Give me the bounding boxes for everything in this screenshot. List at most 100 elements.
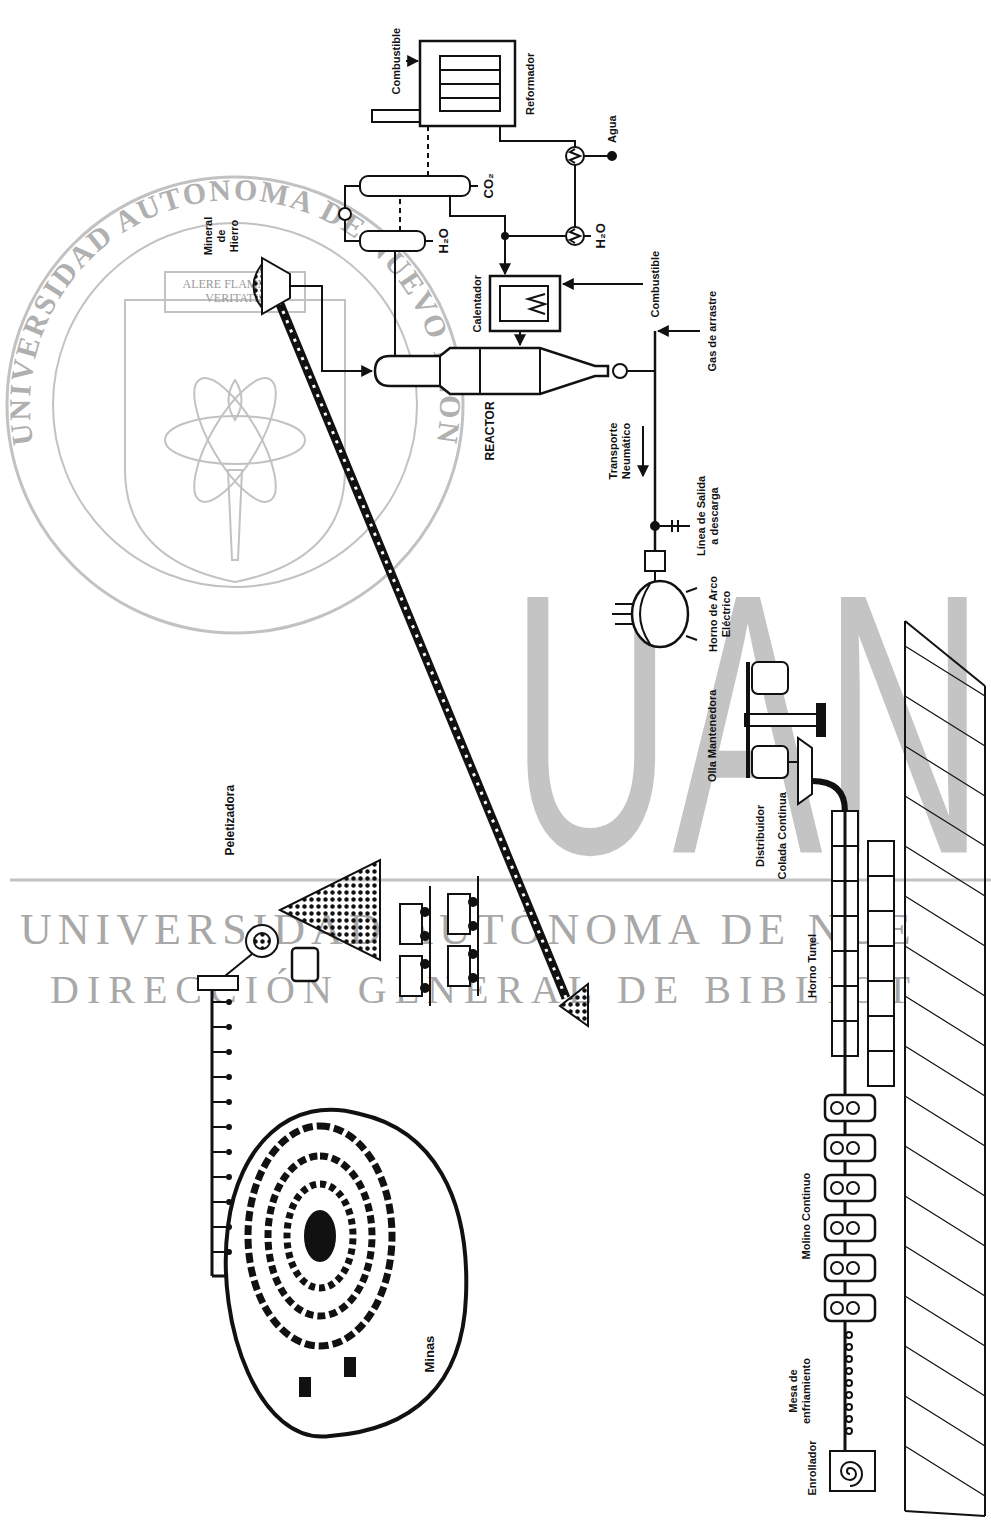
mine-pit [287,1184,353,1288]
electric-arc-furnace [615,603,634,605]
seal-shield [165,416,305,464]
stream-label: Combustible [649,251,662,318]
pneumatic-transport-line [677,520,679,532]
rolling-line [831,1182,843,1194]
pelletizer-plant [448,946,470,986]
pneumatic-transport-line [642,426,644,476]
ore-hopper [254,258,373,371]
seal-shield [228,470,242,560]
plant-floor [904,621,906,1511]
rolling-line [847,1182,859,1194]
conveyor [212,1275,226,1278]
electric-arc-furnace [612,613,632,615]
pelletizer-plant [448,894,470,934]
reformer [440,97,500,99]
plant-floor [984,686,986,1516]
rolling-line [841,1462,862,1486]
seal-shield [125,300,345,582]
part-label: Colada Continua [776,792,789,879]
reactor-vessel [627,370,655,372]
seal-ring-text: UNIVERSIDAD AUTONOMA DE NUEVO LEON [3,173,467,448]
seal-shield [179,367,291,512]
ladle-turret [752,662,788,694]
pneumatic-transport-line [654,331,657,551]
rolling-line [868,981,894,1016]
pelletizer-plant [292,948,318,981]
electric-arc-furnace [686,636,697,640]
part-label: Distribuidor [754,805,767,867]
gas-loop-piping [470,185,478,187]
reformer [570,229,580,243]
rolling-line [831,1142,843,1154]
reformer [440,56,500,111]
reformer [440,69,500,71]
reactor-vessel [375,348,608,394]
part-label: Mineral de Hierro [202,214,242,258]
pelletizer-plant [400,956,422,996]
rolling-line [846,1368,852,1374]
seal-ring-text: UNIVERSIDAD AUTONOMA DE NUEVO LEON [3,173,467,448]
conveyor [212,986,234,1276]
pelletizer-plant [421,932,429,940]
gas-loop-piping [360,176,470,196]
seal-shield [229,380,242,420]
gas-loop-piping [360,231,425,251]
reactor-vessel [539,348,541,394]
electric-arc-furnace [645,551,665,571]
rolling-line [846,1332,852,1338]
rolling-line [847,1302,859,1314]
reformer [584,155,608,157]
mine-pit [226,1110,467,1437]
pelletizer-plant [429,886,431,1006]
rolling-line [868,1051,894,1086]
watermark-text: DIRECCIÓN GENERAL DE BIBLIOT [50,970,918,1010]
rolling-line [825,811,894,1491]
pneumatic-transport-line [671,520,673,532]
mine-pit [268,1156,372,1316]
mine-pit [300,1378,310,1396]
rolling-line [846,1356,852,1362]
rolling-line [825,1095,875,1121]
gas-loop-piping [450,196,505,274]
reformer [406,60,418,62]
gas-loop-piping [427,126,429,176]
reformer [500,126,575,147]
part-label: Línea de Salida a descarga [695,472,721,560]
gas-loop-piping [505,235,566,237]
rolling-line [846,1380,852,1386]
ladle-turret [817,704,825,736]
reformer [574,165,576,227]
part-label: Horno Tunel [806,934,819,998]
rolling-line [830,1451,875,1491]
rolling-line [844,811,847,1056]
rolling-line [847,1222,859,1234]
electric-arc-furnace [640,584,650,644]
heater [563,283,643,285]
pelletizer-plant [469,974,477,982]
pelletizer-plant [246,925,278,957]
part-label: Mesa de enfriamiento [787,1351,813,1431]
rolling-line [846,1392,852,1398]
plant-floor [905,621,985,1516]
mine-pit [248,1126,392,1346]
electric-arc-furnace [686,588,697,592]
area-label: Minas [422,1336,438,1373]
ladle-turret [746,662,750,778]
rolling-line [825,1295,875,1321]
rolling-line [831,1102,843,1114]
part-label: Calentador [471,275,484,332]
rolling-line [825,1135,875,1161]
ore-conveyor-belt [280,304,566,998]
gas-loop-piping [339,126,566,356]
rolling-line [825,1215,875,1241]
continuous-caster [812,781,845,811]
ladle-turret [745,714,817,726]
pneumatic-transport-line [643,331,700,551]
rolling-line [868,946,894,981]
part-label: Reformador [524,53,537,115]
rolling-line [847,1262,859,1274]
gas-loop-piping [394,251,396,356]
stream-label: Agua [606,116,619,144]
part-label: Olla Mantenedora [706,690,719,782]
